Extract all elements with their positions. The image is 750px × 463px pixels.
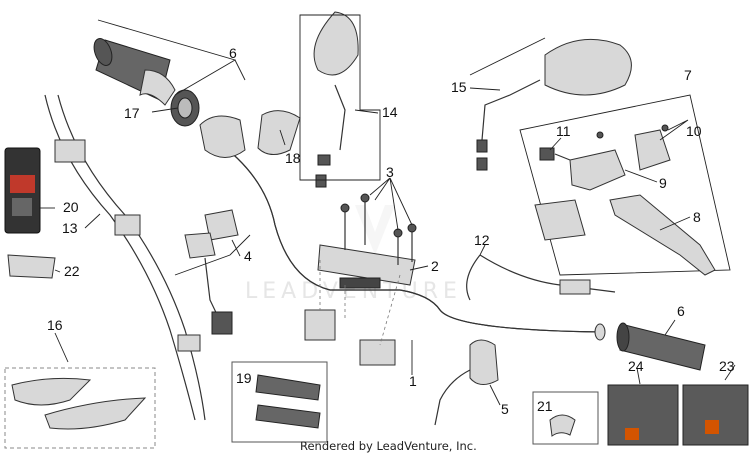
clutch-switch: [539, 124, 669, 161]
callout-20: 20: [63, 199, 79, 215]
callout-1: 1: [409, 373, 417, 389]
switch-photo-24: [607, 384, 679, 446]
callout-21: 21: [537, 398, 553, 414]
callout-17: 17: [124, 105, 140, 121]
grips-box: [231, 361, 328, 443]
callout-12: 12: [474, 232, 490, 248]
callout-9: 9: [659, 175, 667, 191]
clutch-cable: [466, 254, 616, 301]
callout-8: 8: [693, 209, 701, 225]
callout-11: 11: [556, 123, 571, 139]
left-switch: [4, 147, 41, 234]
leader-lines: [40, 19, 736, 406]
handlebar-clamp-lower: [304, 309, 396, 366]
callout-7: 7: [684, 67, 692, 83]
callout-3: 3: [386, 164, 394, 180]
callout-19: 19: [236, 370, 252, 386]
callout-6a: 6: [229, 45, 237, 61]
clutch-lever: [609, 194, 716, 276]
callout-16: 16: [47, 317, 63, 333]
handlebar: [214, 139, 606, 341]
handlebar-clamp-upper: [317, 244, 416, 289]
small-bracket: [7, 254, 56, 279]
spacers: [549, 414, 576, 437]
right-switch-assembly: [434, 339, 499, 426]
callout-14: 14: [382, 104, 398, 120]
callout-2: 2: [431, 258, 439, 274]
throttle-housing: [199, 110, 301, 158]
callout-6b: 6: [677, 303, 685, 319]
callout-13: 13: [62, 220, 78, 236]
handguards: [11, 377, 147, 430]
clutch-lever-bracket: [534, 129, 671, 241]
callout-24: 24: [628, 358, 644, 374]
left-mirror: [313, 11, 359, 188]
callout-5: 5: [501, 401, 509, 417]
switch-photo-23: [682, 384, 749, 446]
watermark-logo: [355, 205, 395, 255]
cable-bracket: [184, 209, 239, 335]
callout-23: 23: [719, 358, 735, 374]
throttle-ring: [170, 89, 200, 127]
footer-credit: Rendered by LeadVenture, Inc.: [300, 439, 477, 453]
part-21-box: [532, 391, 599, 445]
callout-18: 18: [285, 150, 301, 166]
right-mirror: [476, 38, 632, 171]
grips-set: [255, 374, 321, 429]
handguard-box: [4, 367, 156, 449]
right-grip: [616, 322, 706, 371]
throttle-cables: [44, 94, 206, 421]
callout-10: 10: [686, 123, 702, 139]
callout-22: 22: [64, 263, 80, 279]
callout-4: 4: [244, 248, 252, 264]
callout-15: 15: [451, 79, 467, 95]
callout-labels: 1 2 3 4 5 6 6 7 8 9 10 11 12 13 14 15 16…: [47, 45, 735, 417]
left-grip: [93, 38, 176, 106]
